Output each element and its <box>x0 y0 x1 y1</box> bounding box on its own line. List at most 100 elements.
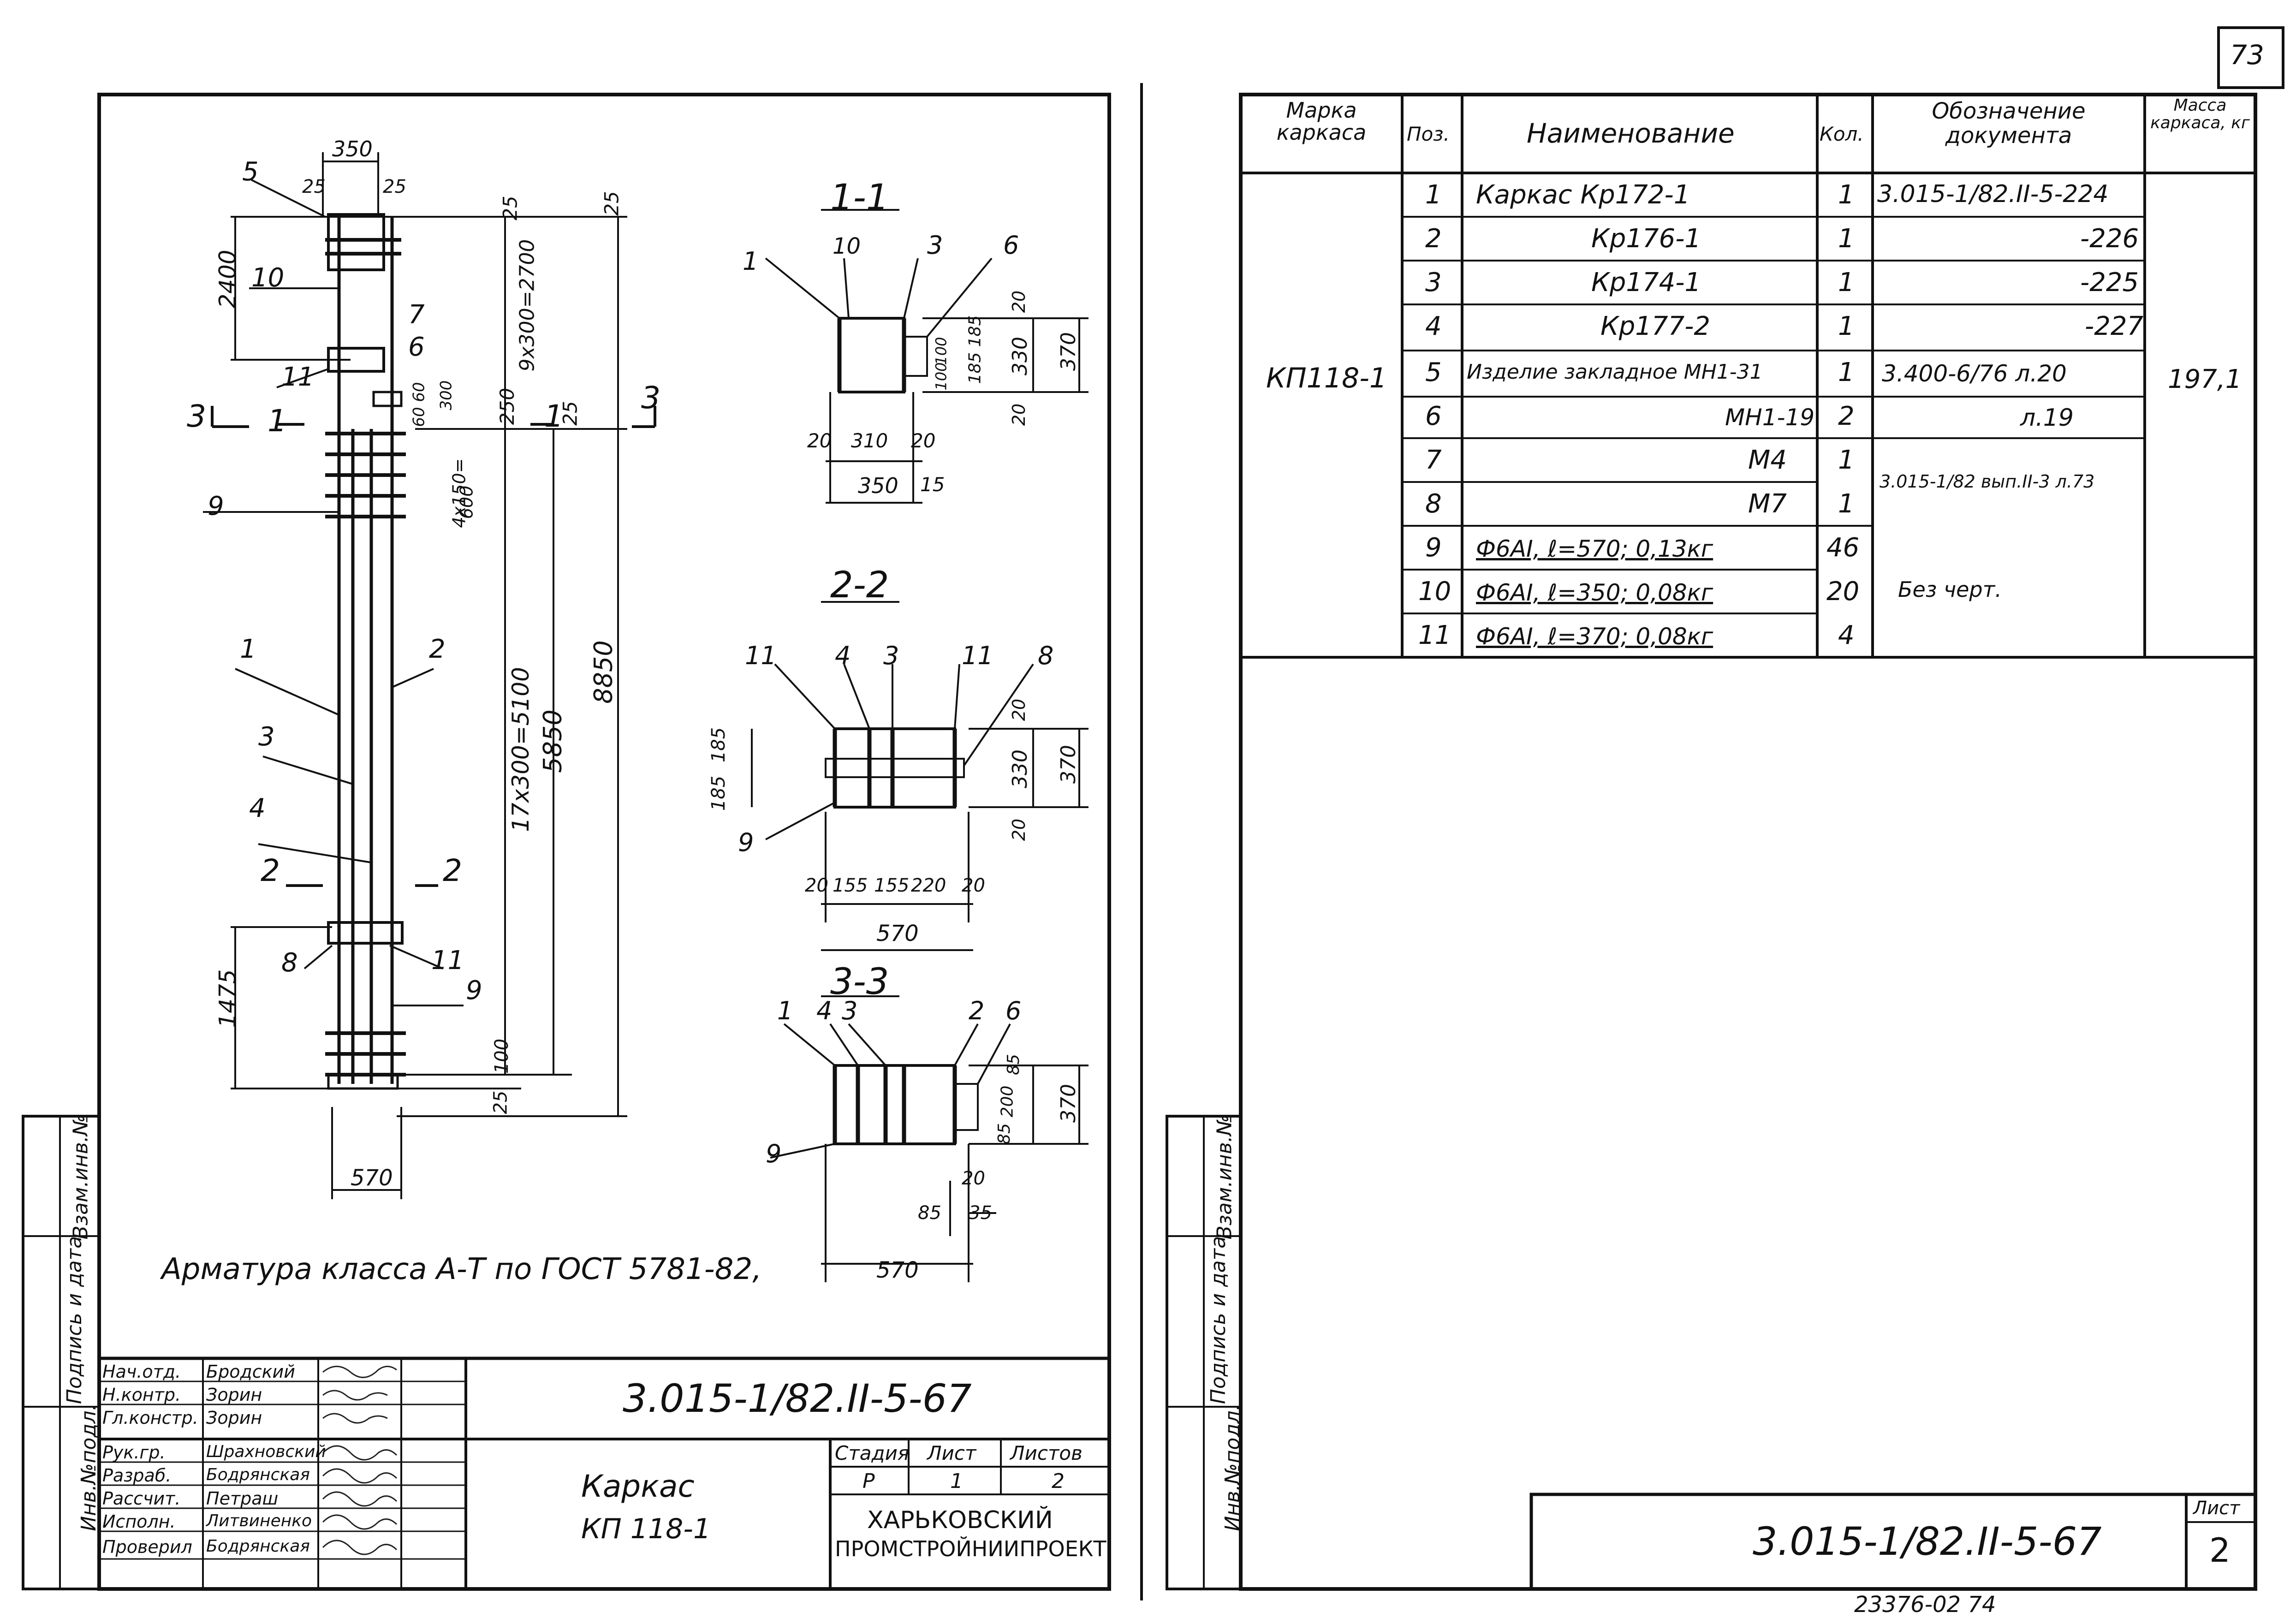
s22-callout-4: 4 <box>835 641 851 670</box>
s11-dim-100-b: 100 <box>932 362 950 391</box>
dim-17x300: 17x300=5100 <box>507 667 534 832</box>
row-name: Ф6АI, ℓ=370; 0,08кг <box>1476 623 1713 650</box>
row-name: Ф6АI, ℓ=350; 0,08кг <box>1476 579 1713 606</box>
org-name-line2: ПРОМСТРОЙНИИПРОЕКТ <box>835 1536 1106 1561</box>
right-sheet-number: 2 <box>2209 1531 2231 1570</box>
tb-name: Петраш <box>206 1488 279 1509</box>
row-qty: 20 <box>1826 577 1860 607</box>
dim-2400: 2400 <box>214 250 241 309</box>
page-number: 73 <box>2230 39 2264 71</box>
tb-name: Бродский <box>206 1362 295 1382</box>
rebar-class-note: Арматура класса А-Т по ГОСТ 5781-82, <box>161 1252 762 1286</box>
header-mass: Масса каркаса, кг <box>2150 96 2250 132</box>
header-pos: Поз. <box>1407 123 1450 145</box>
row-pos: 3 <box>1425 268 1442 297</box>
callout-2: 2 <box>429 634 446 664</box>
dim-8850: 8850 <box>589 640 618 704</box>
s11-dim-15: 15 <box>920 473 945 496</box>
callout-7: 7 <box>408 300 425 330</box>
org-name-line1: ХАРЬКОВСКИЙ <box>867 1506 1053 1534</box>
stage-value: Р <box>862 1469 875 1493</box>
header-doc: Обозначение документа <box>1932 98 2086 149</box>
dim-25-e: 25 <box>490 1090 512 1114</box>
dim-600: 600 <box>456 485 477 519</box>
row-name: Кр174-1 <box>1591 268 1701 297</box>
callout-3: 3 <box>258 722 275 752</box>
dim-250: 250 <box>496 387 519 425</box>
callout-9-bottom: 9 <box>466 976 482 1005</box>
left-stamp-replace: Взам.инв.№ <box>69 1114 93 1240</box>
row-pos: 2 <box>1425 224 1442 254</box>
row-qty: 1 <box>1838 224 1855 254</box>
s22-callout-3: 3 <box>883 641 899 670</box>
s33-callout-9: 9 <box>766 1139 782 1168</box>
row-name: Кр177-2 <box>1600 311 1711 341</box>
s11-dim-330: 330 <box>1008 337 1032 375</box>
row-qty: 1 <box>1838 180 1855 210</box>
s11-dim-185-b: 185 <box>965 352 985 384</box>
s11-dim-20-d: 20 <box>1009 403 1029 426</box>
dim-350-top: 350 <box>332 137 373 161</box>
tb-role: Н.контр. <box>102 1385 181 1405</box>
header-mark: Марка каркаса <box>1276 98 1367 145</box>
s22-callout-8: 8 <box>1038 641 1054 670</box>
s11-callout-1: 1 <box>743 247 759 276</box>
s11-dim-185-a: 185 <box>965 315 985 347</box>
dim-5850: 5850 <box>538 709 567 773</box>
s22-dim-155-a: 155 <box>833 875 868 896</box>
header-name: Наименование <box>1527 118 1735 149</box>
row-qty: 1 <box>1838 445 1855 475</box>
s33-callout-4: 4 <box>816 996 833 1025</box>
s33-dim-85-a: 85 <box>1004 1054 1023 1075</box>
tb-name: Зорин <box>206 1385 262 1405</box>
left-stamp-inv-no: Инв.№подл. <box>77 1404 101 1531</box>
s11-callout-3: 3 <box>927 231 943 260</box>
row-name: Каркас Кр172-1 <box>1476 180 1690 210</box>
s22-dim-330: 330 <box>1008 750 1032 788</box>
section-mark-3-left: 3 <box>187 399 206 434</box>
s22-dim-20-c: 20 <box>805 875 828 896</box>
dim-100: 100 <box>491 1038 513 1074</box>
dim-25-top-right: 25 <box>600 191 623 216</box>
s22-callout-9: 9 <box>738 828 754 857</box>
dim-25-b: 25 <box>383 176 406 197</box>
s22-dim-20-b: 20 <box>1009 818 1029 841</box>
row-name: Изделие закладное МН1-31 <box>1467 360 1763 384</box>
dim-60-60: 60 60 <box>410 382 428 427</box>
s33-callout-3: 3 <box>842 996 858 1025</box>
s11-dim-350: 350 <box>858 473 898 498</box>
row-qty: 46 <box>1826 533 1860 563</box>
dim-25-a: 25 <box>302 176 326 197</box>
row-doc: -225 <box>2080 268 2139 297</box>
tb-role: Проверил <box>102 1537 192 1557</box>
s33-dim-85-c: 85 <box>918 1202 941 1224</box>
section-mark-2-left: 2 <box>261 853 280 888</box>
s33-callout-1: 1 <box>777 996 793 1025</box>
s33-callout-2: 2 <box>969 996 985 1025</box>
doc-rows-9-11: Без черт. <box>1898 577 2002 602</box>
section-title-1-1: 1-1 <box>830 177 889 219</box>
callout-11-bottom: 11 <box>431 946 464 976</box>
s33-dim-370: 370 <box>1056 1084 1080 1123</box>
s33-callout-6: 6 <box>1005 996 1022 1025</box>
callout-10: 10 <box>251 263 285 293</box>
right-stamp-inv-no: Инв.№подл. <box>1220 1404 1244 1531</box>
right-stamp-replace: Взам.инв.№ <box>1213 1114 1237 1240</box>
row-doc: 3.015-1/82.II-5-224 <box>1877 180 2109 208</box>
mass-value: 197,1 <box>2168 364 2242 394</box>
row-pos: 1 <box>1425 180 1442 210</box>
tb-role: Нач.отд. <box>102 1362 181 1382</box>
header-qty: Кол. <box>1820 123 1864 145</box>
row-pos: 6 <box>1425 401 1442 431</box>
left-title-line2: КП 118-1 <box>581 1513 711 1545</box>
tb-role: Рассчит. <box>102 1488 181 1509</box>
dim-570-elev: 570 <box>351 1165 393 1191</box>
s33-dim-85-b: 85 <box>994 1123 1014 1144</box>
row-name: Ф6АI, ℓ=570; 0,13кг <box>1476 535 1713 562</box>
tb-role: Гл.констр. <box>102 1408 198 1428</box>
row-pos: 4 <box>1425 311 1442 341</box>
row-pos: 10 <box>1418 577 1451 607</box>
section-mark-1-left: 1 <box>268 403 287 439</box>
s11-callout-6: 6 <box>1003 231 1019 260</box>
